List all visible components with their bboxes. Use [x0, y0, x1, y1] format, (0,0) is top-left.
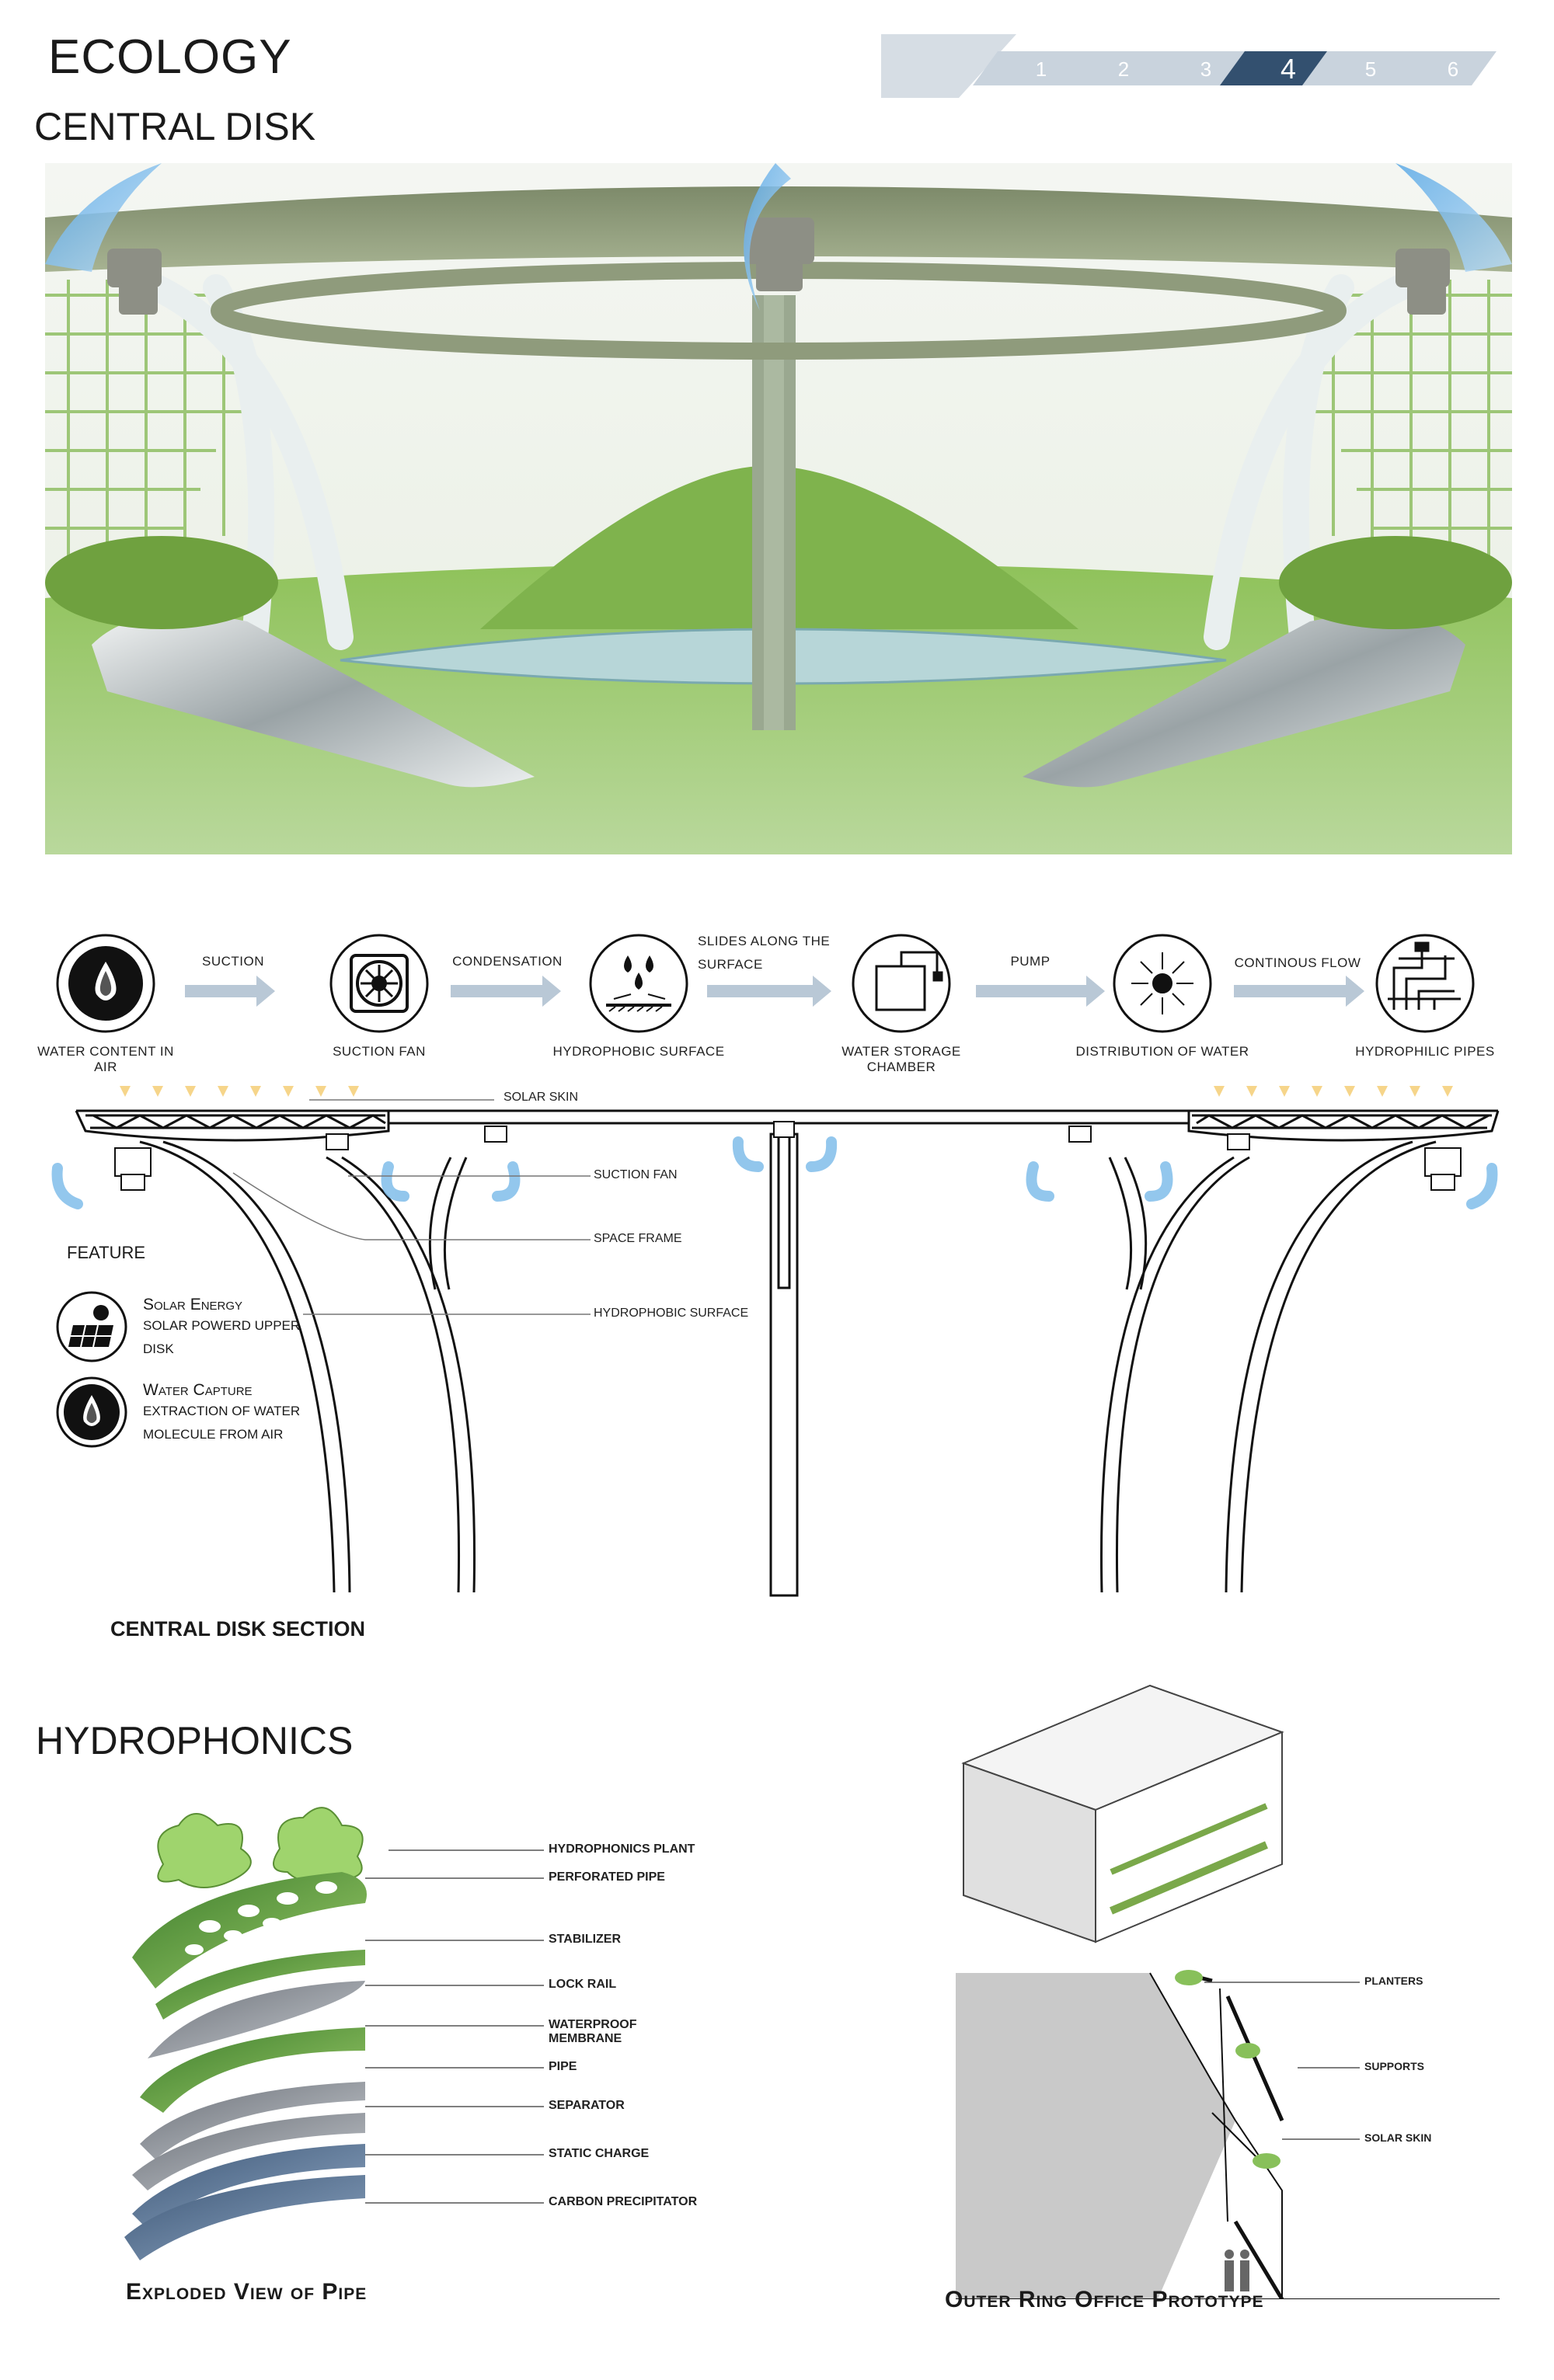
section-caption: CENTRAL DISK SECTION	[110, 1617, 366, 1641]
step-2[interactable]: 2	[1117, 57, 1130, 81]
step-5[interactable]: 5	[1364, 57, 1377, 81]
arrow-label-suction: SUCTION	[202, 954, 264, 969]
node-label-1: WATER CONTENT IN AIR	[37, 1044, 174, 1074]
step-bg-6	[1385, 51, 1497, 85]
layer-label-7: SEPARATOR	[549, 2099, 625, 2112]
arrow-label-continous: CONTINOUS FLOW	[1234, 955, 1361, 970]
feature-water: Water Capture EXTRACTION OF WATER MOLECU…	[143, 1381, 300, 1446]
arrow-label-slides-2: SURFACE	[698, 957, 763, 972]
callout-hydrophobic-surface: HYDROPHOBIC SURFACE	[594, 1307, 749, 1320]
step-bg-5	[1302, 51, 1414, 85]
distribution-icon	[1131, 952, 1193, 1014]
office-callout-planters: PLANTERS	[1364, 1975, 1423, 1987]
arrow-label-condensation: CONDENSATION	[452, 954, 563, 969]
office-caption: Outer Ring Office Prototype	[945, 2287, 1264, 2312]
central-disk-render	[45, 163, 1512, 854]
exploded-caption: Exploded View of Pipe	[126, 2279, 368, 2305]
step-1[interactable]: 1	[1035, 57, 1047, 81]
node-label-5: DISTRIBUTION OF WATER	[1075, 1044, 1249, 1059]
arrow-label-slides-1: SLIDES ALONG THE	[698, 934, 831, 948]
layer-label-6: PIPE	[549, 2060, 577, 2073]
step-bg-2	[1055, 51, 1167, 85]
layer-label-9: CARBON PRECIPITATOR	[549, 2195, 698, 2208]
solar-panel-icon	[56, 1291, 127, 1362]
office-callout-solar-skin: SOLAR SKIN	[1364, 2131, 1432, 2144]
feature-water-line-1: EXTRACTION OF WATER	[143, 1404, 301, 1418]
layer-label-3: STABILIZER	[549, 1933, 622, 1946]
callout-solar-skin: SOLAR SKIN	[503, 1091, 579, 1104]
step-4-active[interactable]: 4	[1280, 53, 1297, 85]
central-disk-section-drawing: SOLAR SKIN SUCTION FAN SPACE FRAME HYDRO…	[0, 1080, 1554, 1641]
step-navigator: 1 2 3 4 5 6	[881, 34, 1510, 98]
arrow-label-pump: PUMP	[1010, 954, 1051, 969]
feature-solar-line-2: DISK	[143, 1341, 174, 1356]
section-title-hydrophonics: HYDROPHONICS	[36, 1719, 354, 1762]
step-bg-1	[973, 51, 1085, 85]
water-process-flow: WATER CONTENT IN AIR SUCTION FAN HYDROPH…	[0, 924, 1554, 1080]
layer-label-1: HYDROPHONICS PLANT	[549, 1842, 695, 1856]
step-3[interactable]: 3	[1200, 57, 1212, 81]
feature-solar-title: Solar Energy	[143, 1296, 243, 1314]
step-6[interactable]: 6	[1447, 57, 1459, 81]
page-title: ECOLOGY	[48, 30, 292, 84]
step-bg-4	[1220, 51, 1332, 85]
callout-space-frame: SPACE FRAME	[594, 1232, 682, 1245]
exploded-pipe-drawing: HYDROPHONICS PLANT PERFORATED PIPE STABI…	[109, 1802, 699, 2268]
feature-water-title: Water Capture	[143, 1381, 253, 1399]
node-label-3: HYDROPHOBIC SURFACE	[552, 1044, 725, 1059]
step-bg-3	[1138, 51, 1249, 85]
water-drop-feature-icon	[56, 1376, 127, 1448]
feature-solar: Solar Energy SOLAR POWERD UPPER DISK	[143, 1296, 300, 1361]
node-label-6: HYDROPHILIC PIPES	[1355, 1044, 1495, 1059]
section-title-central-disk: CENTRAL DISK	[34, 105, 316, 148]
node-label-4: WATER STORAGE CHAMBER	[841, 1044, 961, 1074]
outer-ring-office-drawing: PLANTERS SUPPORTS SOLAR SKIN	[956, 1678, 1500, 2299]
feature-water-line-2: MOLECULE FROM AIR	[143, 1427, 284, 1442]
office-callout-supports: SUPPORTS	[1364, 2060, 1425, 2072]
pipes-icon	[1388, 941, 1461, 1010]
fan-icon	[350, 954, 409, 1013]
layer-label-5: WATERPROOF MEMBRANE	[549, 2018, 637, 2045]
feature-heading: FEATURE	[67, 1243, 146, 1262]
water-drop-icon	[68, 946, 143, 1021]
layer-label-4: LOCK RAIL	[549, 1978, 617, 1991]
layer-label-2: PERFORATED PIPE	[549, 1870, 665, 1884]
tank-icon	[875, 951, 943, 1011]
callout-suction-fan: SUCTION FAN	[594, 1168, 678, 1181]
feature-solar-line-1: SOLAR POWERD UPPER	[143, 1318, 301, 1333]
node-label-2: SUCTION FAN	[333, 1044, 426, 1059]
layer-label-8: STATIC CHARGE	[549, 2147, 650, 2160]
hydrophobic-icon	[606, 955, 671, 1012]
